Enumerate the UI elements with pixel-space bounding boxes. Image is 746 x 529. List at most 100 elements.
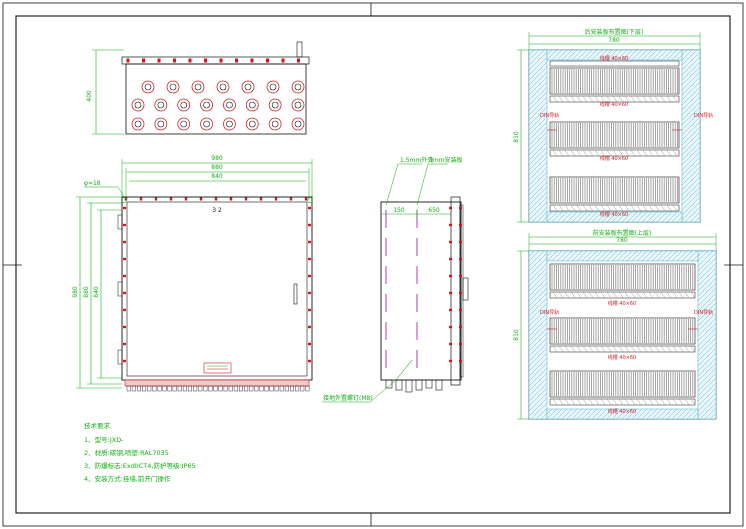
hatch-line (697, 372, 717, 392)
bottom-gland (213, 385, 218, 392)
bottom-gland (203, 385, 208, 392)
wire-duct-hatch (594, 291, 600, 299)
wire-duct-hatch (552, 95, 558, 103)
bottom-gland (305, 385, 310, 392)
wire-duct-hatch (582, 149, 588, 157)
hatch-line (581, 49, 593, 61)
notes-item-4: 4、安装方式:挂墙,前开门操作 (84, 474, 171, 483)
hatch-line (581, 250, 593, 262)
front-hatch-frame (528, 250, 717, 420)
hatch-line (681, 146, 701, 166)
hatch-line (528, 49, 545, 66)
hatch-line (681, 76, 701, 96)
hatch-line (551, 211, 563, 223)
hatch-line (681, 121, 701, 141)
hatch-line (651, 408, 663, 420)
hatch-line (681, 156, 701, 176)
hatch-line (528, 337, 548, 357)
hatch-line (636, 211, 648, 223)
cable-gland-core (203, 101, 210, 109)
hatch-line (656, 49, 668, 61)
hatch-line (566, 211, 578, 223)
hatch-line (561, 250, 573, 262)
hatch-line (591, 49, 603, 61)
hatch-line (576, 211, 588, 223)
wire-duct-hatch (654, 398, 660, 406)
hatch-line (681, 81, 701, 101)
hatch-line (546, 408, 553, 415)
wire-duct-hatch (582, 398, 588, 406)
terminal-block-row (549, 263, 696, 291)
hatch-line (546, 408, 558, 420)
wire-duct-hatch (666, 95, 672, 103)
flange-bolt (459, 291, 462, 295)
wire-duct-hatch (564, 345, 570, 353)
wire-duct-hatch (558, 398, 564, 406)
hatch-line (528, 116, 548, 136)
hatch-line (561, 408, 573, 420)
wire-duct-hatch (648, 398, 654, 406)
flange-bolt (123, 342, 126, 346)
wire-duct-hatch (600, 204, 606, 212)
bottom-gland (300, 385, 305, 392)
hatch-line (596, 250, 608, 262)
flange-bolt (204, 58, 207, 63)
hatch-line (591, 408, 603, 420)
cable-gland (177, 117, 191, 131)
hatch-line (661, 49, 673, 61)
hatch-line (586, 211, 598, 223)
flange-bolt (297, 58, 300, 63)
hatch-line (636, 49, 648, 61)
bottom-gland (142, 385, 147, 392)
hatch-line (536, 211, 548, 223)
hatch-line (528, 347, 548, 367)
front-height-mid-dim: 880 (83, 286, 90, 298)
hatch-line (528, 267, 548, 287)
bottom-gland (218, 385, 223, 392)
front-inner-width-dim: 840 (211, 173, 223, 180)
hatch-line (528, 106, 548, 126)
rear-panel-height-dim: 810 (513, 131, 520, 143)
front-corner-label: φ≈18 (84, 180, 101, 187)
cable-gland (200, 98, 213, 112)
wire-duct-hatch (666, 291, 672, 299)
bottom-gland (290, 385, 295, 392)
hatch-line (576, 250, 588, 262)
flange-bolt (459, 206, 462, 210)
hatch-line (621, 408, 633, 420)
hatch-line (528, 302, 548, 322)
wire-duct-hatch (690, 398, 696, 406)
wire-duct-hatch (594, 398, 600, 406)
cable-gland-core (180, 120, 188, 128)
hatch-line (697, 332, 717, 352)
flange-bolt (449, 257, 452, 261)
mounting-rails (385, 210, 418, 372)
flange-bolt (304, 197, 308, 201)
cable-gland (177, 98, 191, 112)
hatch-line (697, 342, 717, 362)
hatch-line (571, 49, 583, 61)
cable-gland-core (157, 120, 165, 128)
hatch-line (606, 49, 618, 61)
hatch-line (528, 151, 548, 171)
hatch-line (661, 211, 673, 223)
cable-gland (200, 117, 213, 131)
hatch-line (528, 362, 548, 382)
notes-title: 技术要求 (84, 421, 111, 430)
wire-duct-hatch (672, 291, 678, 299)
hatch-line (528, 250, 540, 262)
hatch-line (528, 287, 548, 307)
hatch-line (681, 181, 701, 201)
hatch-line (528, 126, 548, 146)
cable-gland (166, 80, 180, 94)
front-panel-width-dim: 780 (616, 237, 628, 244)
flange-bolt (139, 197, 143, 201)
flange-bolt (459, 308, 462, 312)
bottom-gland (182, 385, 187, 392)
front-flange-bolts (121, 197, 313, 363)
wire-duct-hatch (594, 345, 600, 353)
hatch-line (528, 196, 548, 216)
front-marking: 3 2 (212, 207, 222, 214)
hatch-line (681, 49, 688, 56)
notes-item-1: 1、型号:JXD- (84, 435, 124, 444)
